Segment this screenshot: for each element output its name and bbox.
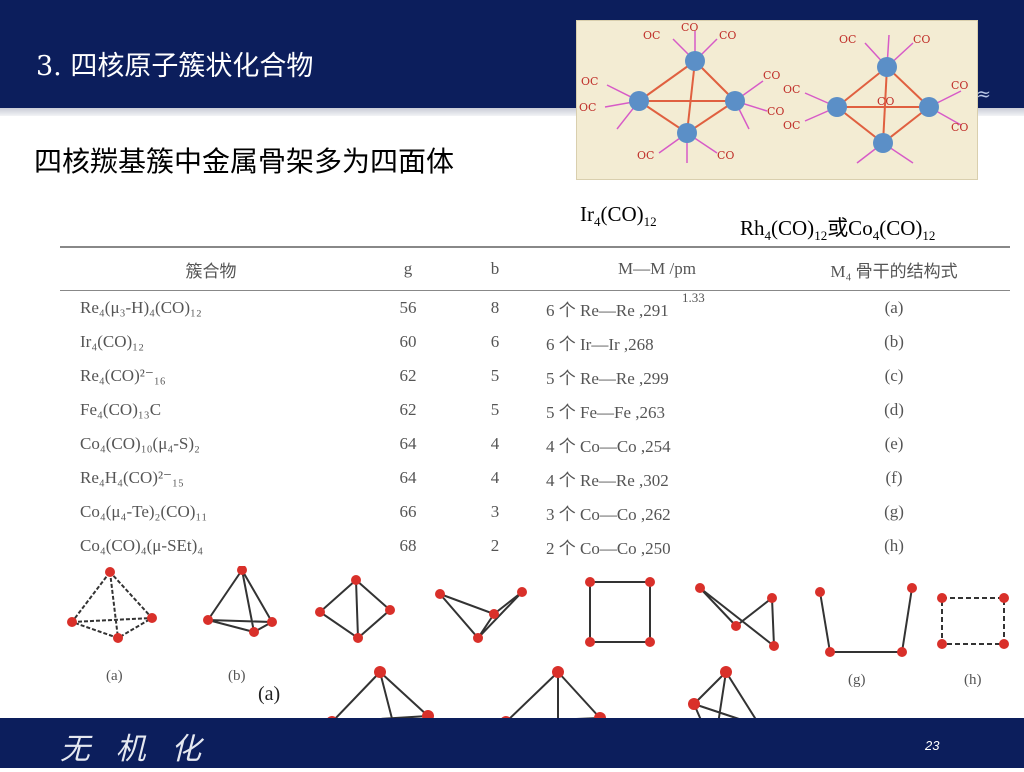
g-cell: 66 (399, 502, 417, 521)
mm-cell: 5 个 Fe—Fe ,263 (546, 402, 665, 422)
popup-label: (a) (258, 683, 280, 705)
header-b: b (454, 246, 536, 291)
svg-text:OC: OC (637, 149, 654, 162)
mm-cell: 5 个 Re—Re ,299 (546, 368, 669, 388)
header-g: g (362, 246, 454, 291)
table-row: Co₄(μ₄-Te)₂(CO)₁₁ 66 3 3 个 Co—Co ,262 (g) (60, 495, 1010, 529)
bond-order-note: 1.33 (682, 290, 705, 305)
svg-text:CO: CO (877, 95, 894, 108)
structure-cell: (e) (884, 434, 904, 453)
compound-cell: Co₄(CO)₁₀(μ₄-S)₂ (80, 434, 200, 453)
structure-cell: (a) (884, 298, 904, 317)
svg-text:CO: CO (913, 33, 930, 46)
compound-cell: Fe₄(CO)₁₃C (80, 400, 162, 419)
table-row: Re₄(μ₃-H)₄(CO)₁₂ 56 8 6 个 Re—Re ,291 (a) (60, 291, 1010, 326)
compound-cell: Re₄(CO)²⁻₁₆ (80, 366, 166, 385)
cluster-structure-photo: OC CO CO OC OC CO CO OC CO OC CO CO OC O… (576, 20, 978, 180)
g-cell: 68 (399, 536, 417, 555)
cluster-structure-drawing: OC CO CO OC OC CO CO OC CO OC CO CO OC O… (579, 21, 968, 164)
diagram-label-b: (b) (228, 668, 246, 684)
svg-text:CO: CO (717, 149, 734, 162)
table-row: Re₄H₄(CO)²⁻₁₅ 64 4 4 个 Re—Re ,302 (f) (60, 461, 1010, 495)
g-cell: 62 (399, 400, 417, 419)
compound-cell: Re₄H₄(CO)²⁻₁₅ (80, 468, 184, 487)
header-structure: M₄ 骨干的结构式 (778, 246, 1010, 291)
svg-text:CO: CO (767, 105, 784, 118)
footer-band (0, 718, 1024, 768)
svg-text:OC: OC (783, 119, 800, 132)
decorative-swoosh-icon: ≈ (976, 84, 992, 105)
diagram-label-h: (h) (964, 672, 982, 688)
mm-cell: 3 个 Co—Co ,262 (546, 504, 671, 524)
table-row: Fe₄(CO)₁₃C 62 5 5 个 Fe—Fe ,263 (d) (60, 393, 1010, 427)
svg-text:OC: OC (839, 33, 856, 46)
svg-text:CO: CO (719, 29, 736, 42)
structure-cell: (b) (884, 332, 904, 351)
svg-text:CO: CO (951, 79, 968, 92)
b-cell: 6 (490, 332, 500, 351)
mm-cell: 6 个 Ir—Ir ,268 (546, 334, 654, 354)
b-cell: 4 (490, 468, 500, 487)
structure-cell: (d) (884, 400, 904, 419)
b-cell: 4 (490, 434, 500, 453)
svg-text:OC: OC (581, 75, 598, 88)
b-cell: 5 (490, 400, 500, 419)
table-row: Co₄(CO)₄(μ-SEt)₄ 68 2 2 个 Co—Co ,250 (h) (60, 529, 1010, 563)
g-cell: 60 (399, 332, 417, 351)
structure-cell: (f) (885, 468, 903, 487)
formula-ir4co12: Ir4(CO)12 (580, 202, 657, 230)
svg-text:CO: CO (763, 69, 780, 82)
g-cell: 64 (399, 468, 417, 487)
cluster-data-table: 簇合物 g b M—M /pm M₄ 骨干的结构式 Re₄(μ₃-H)₄(CO)… (60, 246, 1010, 558)
mm-cell: 4 个 Co—Co ,254 (546, 436, 671, 456)
svg-text:CO: CO (951, 121, 968, 134)
svg-text:CO: CO (681, 21, 698, 34)
slide-title: 3. 四核原子簇状化合物 (36, 51, 314, 82)
b-cell: 3 (490, 502, 500, 521)
b-cell: 5 (490, 366, 500, 385)
b-cell: 8 (490, 298, 500, 317)
formula-rh4co12-co4co12: Rh4(CO)12或Co4(CO)12 (740, 216, 936, 244)
slide-subtitle: 四核羰基簇中金属骨架多为四面体 (34, 145, 455, 178)
g-cell: 62 (399, 366, 417, 385)
svg-text:OC: OC (783, 83, 800, 96)
table-row: Re₄(CO)²⁻₁₆ 62 5 5 个 Re—Re ,299 (c) (60, 359, 1010, 393)
structure-cell: (h) (884, 536, 904, 555)
structure-cell: (g) (884, 502, 904, 521)
table-row: Co₄(CO)₁₀(μ₄-S)₂ 64 4 4 个 Co—Co ,254 (e) (60, 427, 1010, 461)
header-compound: 簇合物 (60, 246, 362, 291)
b-cell: 2 (490, 536, 500, 555)
diagram-label-a: (a) (106, 668, 123, 684)
metal-skeleton-diagrams: (a) (b) (g) (h) (60, 565, 1020, 690)
footer-course-title: 无 机 化 (60, 732, 210, 767)
svg-text:OC: OC (579, 101, 596, 114)
compound-cell: Co₄(μ₄-Te)₂(CO)₁₁ (80, 502, 208, 521)
mm-cell: 6 个 Re—Re ,291 (546, 300, 669, 320)
skeleton-drawings: (a) (b) (g) (h) (67, 565, 1009, 688)
header-divider (0, 108, 1024, 116)
header-mm-distance: M—M /pm (536, 246, 778, 291)
mm-cell: 2 个 Co—Co ,250 (546, 538, 671, 558)
g-cell: 64 (399, 434, 417, 453)
compound-cell: Co₄(CO)₄(μ-SEt)₄ (80, 536, 204, 555)
page-number: 23 (925, 738, 940, 753)
mm-cell: 4 个 Re—Re ,302 (546, 470, 669, 490)
table-row: Ir₄(CO)₁₂ 60 6 6 个 Ir—Ir ,268 (b) (60, 325, 1010, 359)
structure-cell: (c) (884, 366, 904, 385)
table-header-row: 簇合物 g b M—M /pm M₄ 骨干的结构式 (60, 246, 1010, 291)
diagram-label-g: (g) (848, 672, 866, 688)
g-cell: 56 (399, 298, 417, 317)
compound-cell: Ir₄(CO)₁₂ (80, 332, 145, 351)
svg-text:OC: OC (643, 29, 660, 42)
compound-cell: Re₄(μ₃-H)₄(CO)₁₂ (80, 298, 202, 317)
